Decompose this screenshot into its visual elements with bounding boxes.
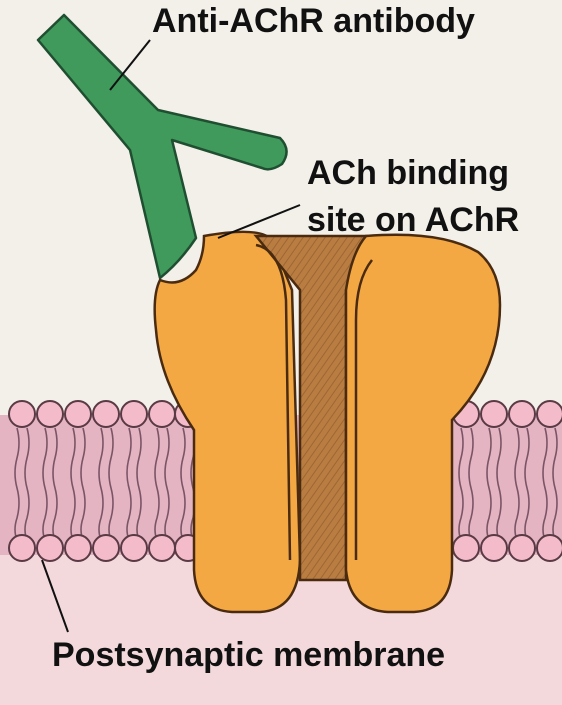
binding-site-label: ACh binding site on AChR <box>307 150 519 244</box>
lipid-head <box>481 401 507 427</box>
membrane-label: Postsynaptic membrane <box>52 636 445 675</box>
lipid-head <box>481 535 507 561</box>
lipid-head <box>9 535 35 561</box>
lipid-head <box>37 535 63 561</box>
lipid-head <box>65 535 91 561</box>
acetylcholine-receptor <box>155 232 500 612</box>
lipid-head <box>149 401 175 427</box>
lipid-head <box>121 535 147 561</box>
lipid-head <box>537 535 562 561</box>
lipid-head <box>149 535 175 561</box>
antibody-label: Anti-AChR antibody <box>152 2 475 41</box>
lipid-head <box>121 401 147 427</box>
lipid-head <box>509 401 535 427</box>
lipid-head <box>453 535 479 561</box>
lipid-head <box>37 401 63 427</box>
binding-site-label-line2: site on AChR <box>307 197 519 244</box>
lipid-head <box>509 535 535 561</box>
lipid-head <box>65 401 91 427</box>
lipid-head <box>9 401 35 427</box>
lipid-head <box>93 401 119 427</box>
lipid-head <box>93 535 119 561</box>
lipid-head <box>537 401 562 427</box>
binding-site-label-line1: ACh binding <box>307 150 519 197</box>
